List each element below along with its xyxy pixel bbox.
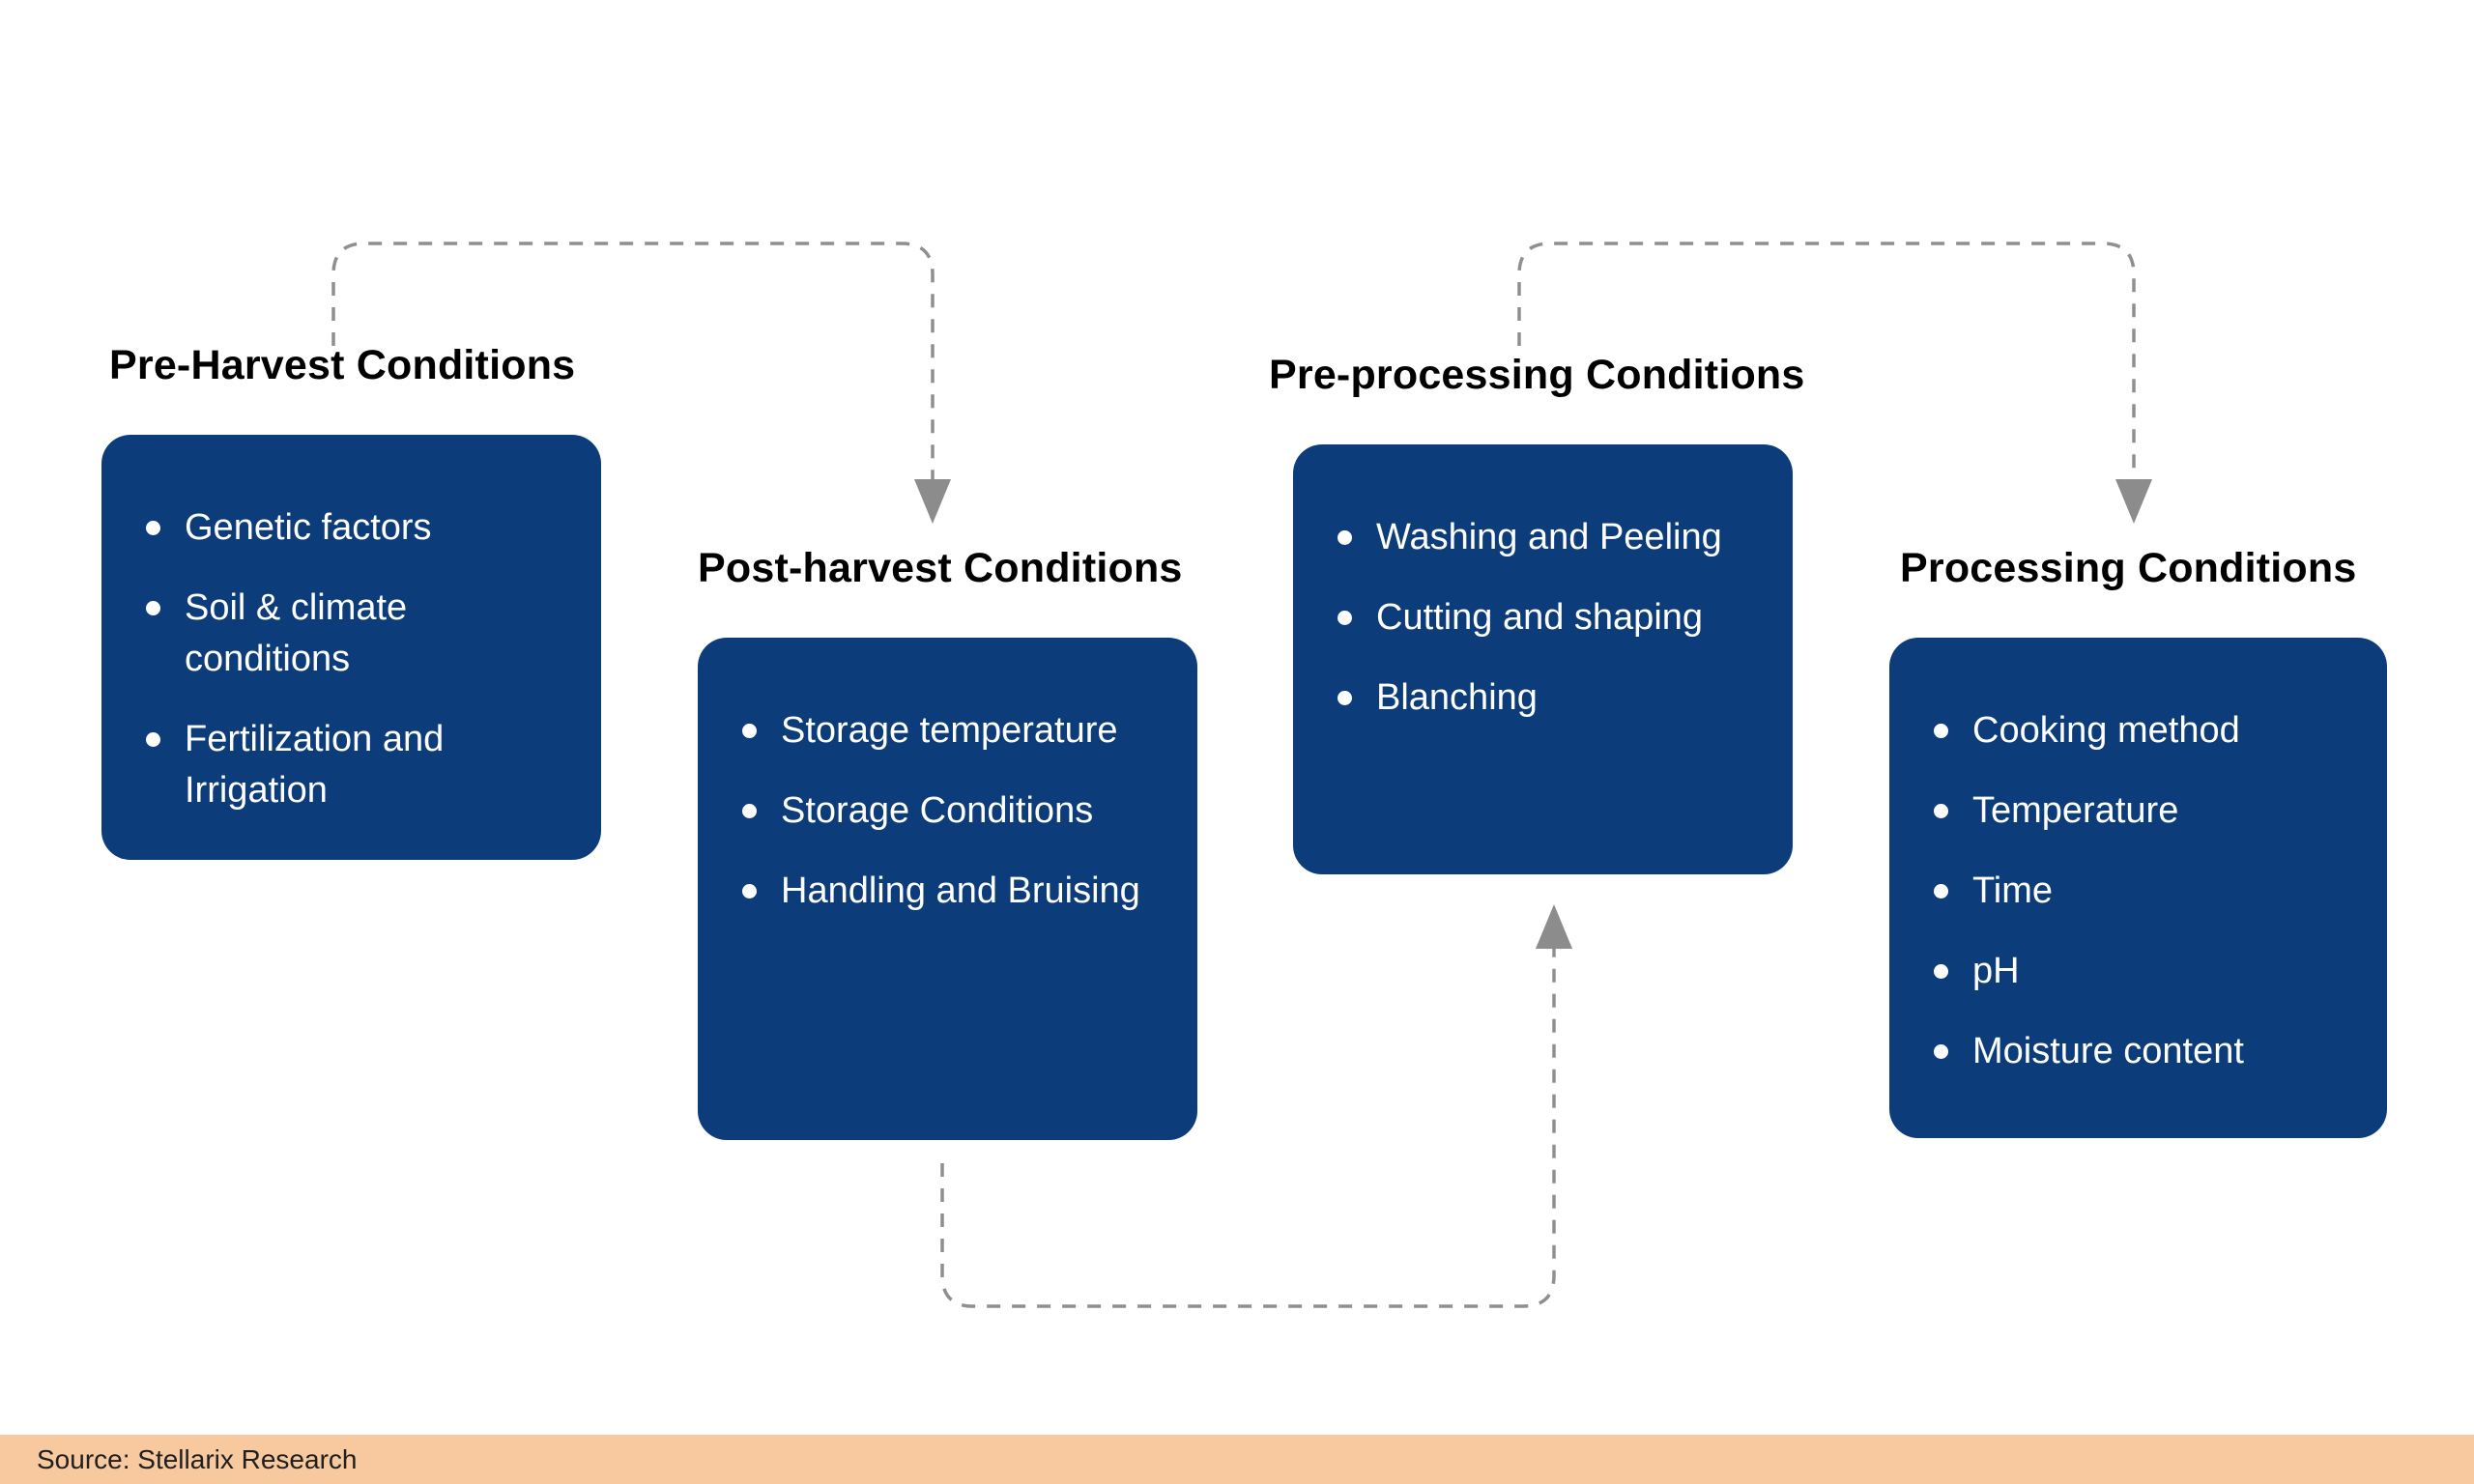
bullet-text: pH xyxy=(1972,951,2020,991)
list-item: Soil & climate conditions xyxy=(146,583,562,685)
bullet-text: Fertilization and Irrigation xyxy=(185,719,445,811)
list-item: Washing and Peeling xyxy=(1338,512,1754,563)
list-item: Cooking method xyxy=(1934,705,2348,756)
bullet-text: Temperature xyxy=(1972,790,2179,831)
processing-title: Processing Conditions xyxy=(1900,545,2357,591)
source-bar: Source: Stellarix Research xyxy=(0,1435,2474,1484)
bullet-text: Blanching xyxy=(1376,677,1538,718)
list-item: Time xyxy=(1934,866,2348,917)
bullet-dot-icon xyxy=(1934,964,1948,979)
preharvest-title: Pre-Harvest Conditions xyxy=(109,342,576,388)
list-item: Storage temperature xyxy=(742,705,1159,756)
arrowhead-up-icon xyxy=(1536,904,1572,949)
bullet-text: Soil & climate conditions xyxy=(185,587,408,679)
bullet-text: Moisture content xyxy=(1972,1031,2244,1071)
bullet-dot-icon xyxy=(1934,884,1948,899)
list-item: Handling and Bruising xyxy=(742,866,1159,917)
postharvest-title: Post-harvest Conditions xyxy=(698,545,1183,591)
list-item: Moisture content xyxy=(1934,1026,2348,1077)
bullet-dot-icon xyxy=(742,884,757,899)
bullet-dot-icon xyxy=(146,601,160,615)
bullet-dot-icon xyxy=(146,732,160,747)
list-item: Storage Conditions xyxy=(742,785,1159,837)
bullet-text: Cutting and shaping xyxy=(1376,597,1704,638)
bullet-text: Cooking method xyxy=(1972,710,2240,751)
bullet-text: Handling and Bruising xyxy=(781,870,1140,911)
list-item: Temperature xyxy=(1934,785,2348,837)
bullet-text: Washing and Peeling xyxy=(1376,517,1722,557)
list-item: Blanching xyxy=(1338,672,1754,724)
bullet-text: Storage temperature xyxy=(781,710,1118,751)
arrowhead-down-icon xyxy=(914,479,951,524)
bullet-dot-icon xyxy=(1338,530,1352,545)
list-item: pH xyxy=(1934,946,2348,997)
list-item: Genetic factors xyxy=(146,502,562,554)
bullet-dot-icon xyxy=(1934,724,1948,738)
list-item: Fertilization and Irrigation xyxy=(146,714,562,816)
bullet-text: Time xyxy=(1972,870,2054,911)
bullet-dot-icon xyxy=(146,521,160,535)
bullet-dot-icon xyxy=(1934,804,1948,818)
bullet-dot-icon xyxy=(1338,691,1352,705)
arrowhead-down-icon xyxy=(2115,479,2152,524)
list-item: Cutting and shaping xyxy=(1338,592,1754,643)
bullet-dot-icon xyxy=(1934,1044,1948,1059)
source-label: Source: Stellarix Research xyxy=(37,1444,358,1474)
bullet-dot-icon xyxy=(742,724,757,738)
bullet-text: Genetic factors xyxy=(185,507,432,548)
bullet-dot-icon xyxy=(1338,611,1352,625)
bullet-text: Storage Conditions xyxy=(781,790,1094,831)
preprocessing-title: Pre-processing Conditions xyxy=(1269,352,1805,398)
bullet-dot-icon xyxy=(742,804,757,818)
